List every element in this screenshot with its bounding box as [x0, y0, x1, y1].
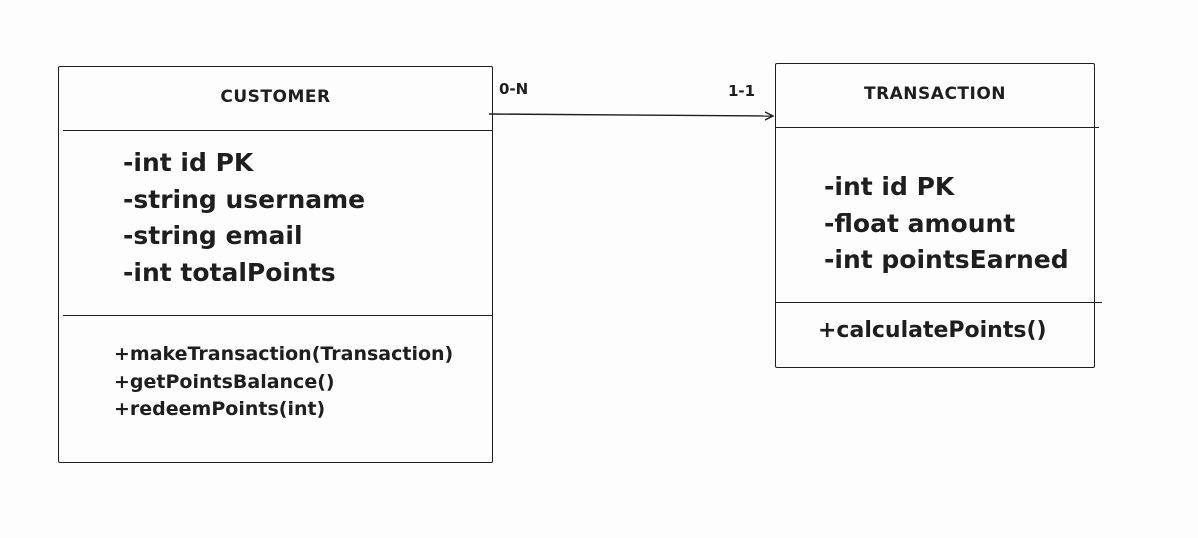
customer-name-divider	[63, 130, 492, 131]
customer-method: +getPointsBalance()	[114, 370, 335, 393]
transaction-attribute-divider	[776, 302, 1102, 303]
customer-method: +makeTransaction(Transaction)	[114, 343, 454, 365]
customer-class-box[interactable]: CUSTOMER -int id PK -string username -st…	[58, 66, 493, 463]
transaction-class-name: TRANSACTION	[863, 84, 1007, 104]
transaction-method-list: +calculatePoints()	[818, 316, 1047, 346]
association-line	[488, 114, 773, 116]
transaction-attribute: -int id PK	[824, 172, 955, 201]
customer-method-list: +makeTransaction(Transaction) +getPoints…	[114, 341, 453, 424]
transaction-attribute-list: -int id PK -float amount -int pointsEarn…	[824, 169, 1069, 279]
transaction-method: +calculatePoints()	[818, 318, 1047, 343]
customer-attribute: -string email	[123, 221, 303, 250]
customer-class-name: CUSTOMER	[220, 87, 331, 107]
customer-attribute-list: -int id PK -string username -string emai…	[123, 145, 365, 291]
source-multiplicity-label: 0-N	[499, 80, 529, 98]
customer-attribute: -int id PK	[123, 148, 254, 177]
transaction-class-box[interactable]: TRANSACTION -int id PK -float amount -in…	[775, 63, 1102, 368]
target-multiplicity-label: 1-1	[728, 82, 756, 100]
customer-method: +redeemPoints(int)	[114, 398, 326, 420]
customer-attribute-divider	[63, 315, 492, 316]
transaction-attribute: -int pointsEarned	[824, 245, 1069, 274]
customer-attribute: -int totalPoints	[123, 257, 336, 287]
customer-attribute: -string username	[123, 184, 366, 214]
transaction-name-divider	[776, 127, 1099, 128]
transaction-attribute: -float amount	[824, 208, 1016, 238]
